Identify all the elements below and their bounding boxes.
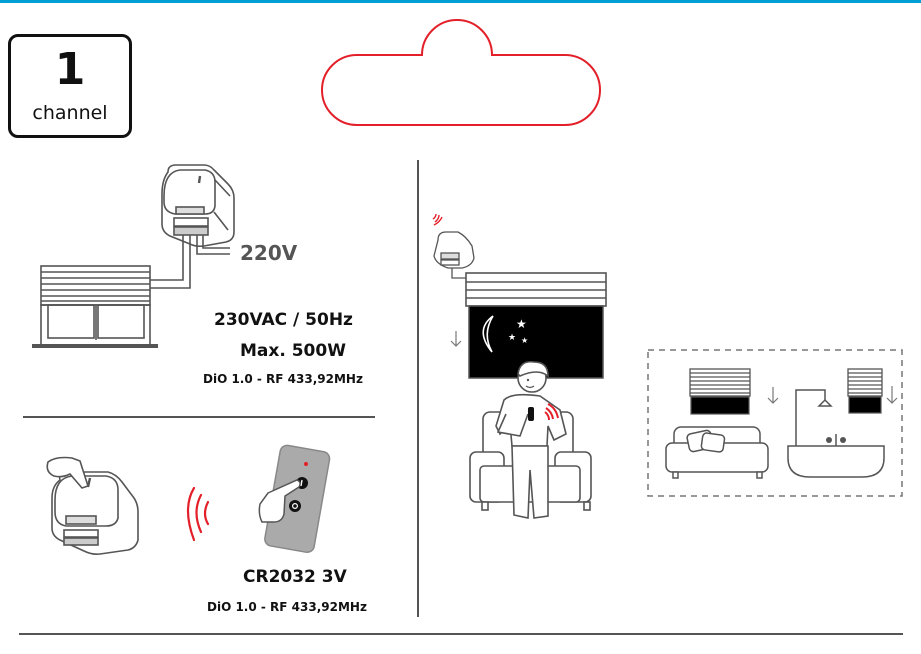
spec-voltage: 230VAC / 50Hz — [214, 310, 353, 330]
voltage-label: 220V — [240, 241, 298, 265]
top-accent-bar — [0, 0, 921, 3]
spec-power: Max. 500W — [240, 341, 346, 361]
bathroom-shutter-icon — [847, 368, 883, 397]
small-module-icon — [433, 231, 475, 279]
channel-badge: 1 channel — [8, 34, 132, 138]
hand-icon — [46, 456, 90, 489]
star-icon: ★ — [516, 317, 527, 331]
footer-divider — [19, 633, 903, 635]
battery-label: CR2032 3V — [243, 567, 347, 587]
channel-number: 1 — [54, 44, 86, 95]
arrow-down-icon — [450, 331, 462, 347]
star-icon: ★ — [521, 336, 528, 345]
section-divider-vertical — [417, 160, 419, 617]
channel-label: channel — [32, 102, 108, 124]
pairing-protocol: DiO 1.0 - RF 433,92MHz — [207, 600, 367, 614]
bedroom-shutter-icon — [689, 368, 751, 397]
bathroom-icon — [787, 389, 885, 478]
remote-off-button[interactable] — [289, 500, 301, 512]
section-divider-horizontal — [23, 416, 375, 418]
shutter-box-icon — [465, 272, 607, 307]
finger-icon — [258, 479, 301, 523]
spec-protocol: DiO 1.0 - RF 433,92MHz — [203, 372, 363, 386]
module-signal-icon — [432, 213, 443, 226]
moon-icon — [482, 315, 494, 353]
arrow-down-icon — [886, 386, 898, 404]
star-icon: ★ — [508, 333, 516, 343]
bed-icon — [665, 426, 769, 479]
arrow-down-icon — [767, 387, 779, 404]
phone-icon — [528, 407, 534, 421]
phone-signal-icon — [544, 403, 559, 421]
remote-led-indicator — [304, 462, 308, 466]
